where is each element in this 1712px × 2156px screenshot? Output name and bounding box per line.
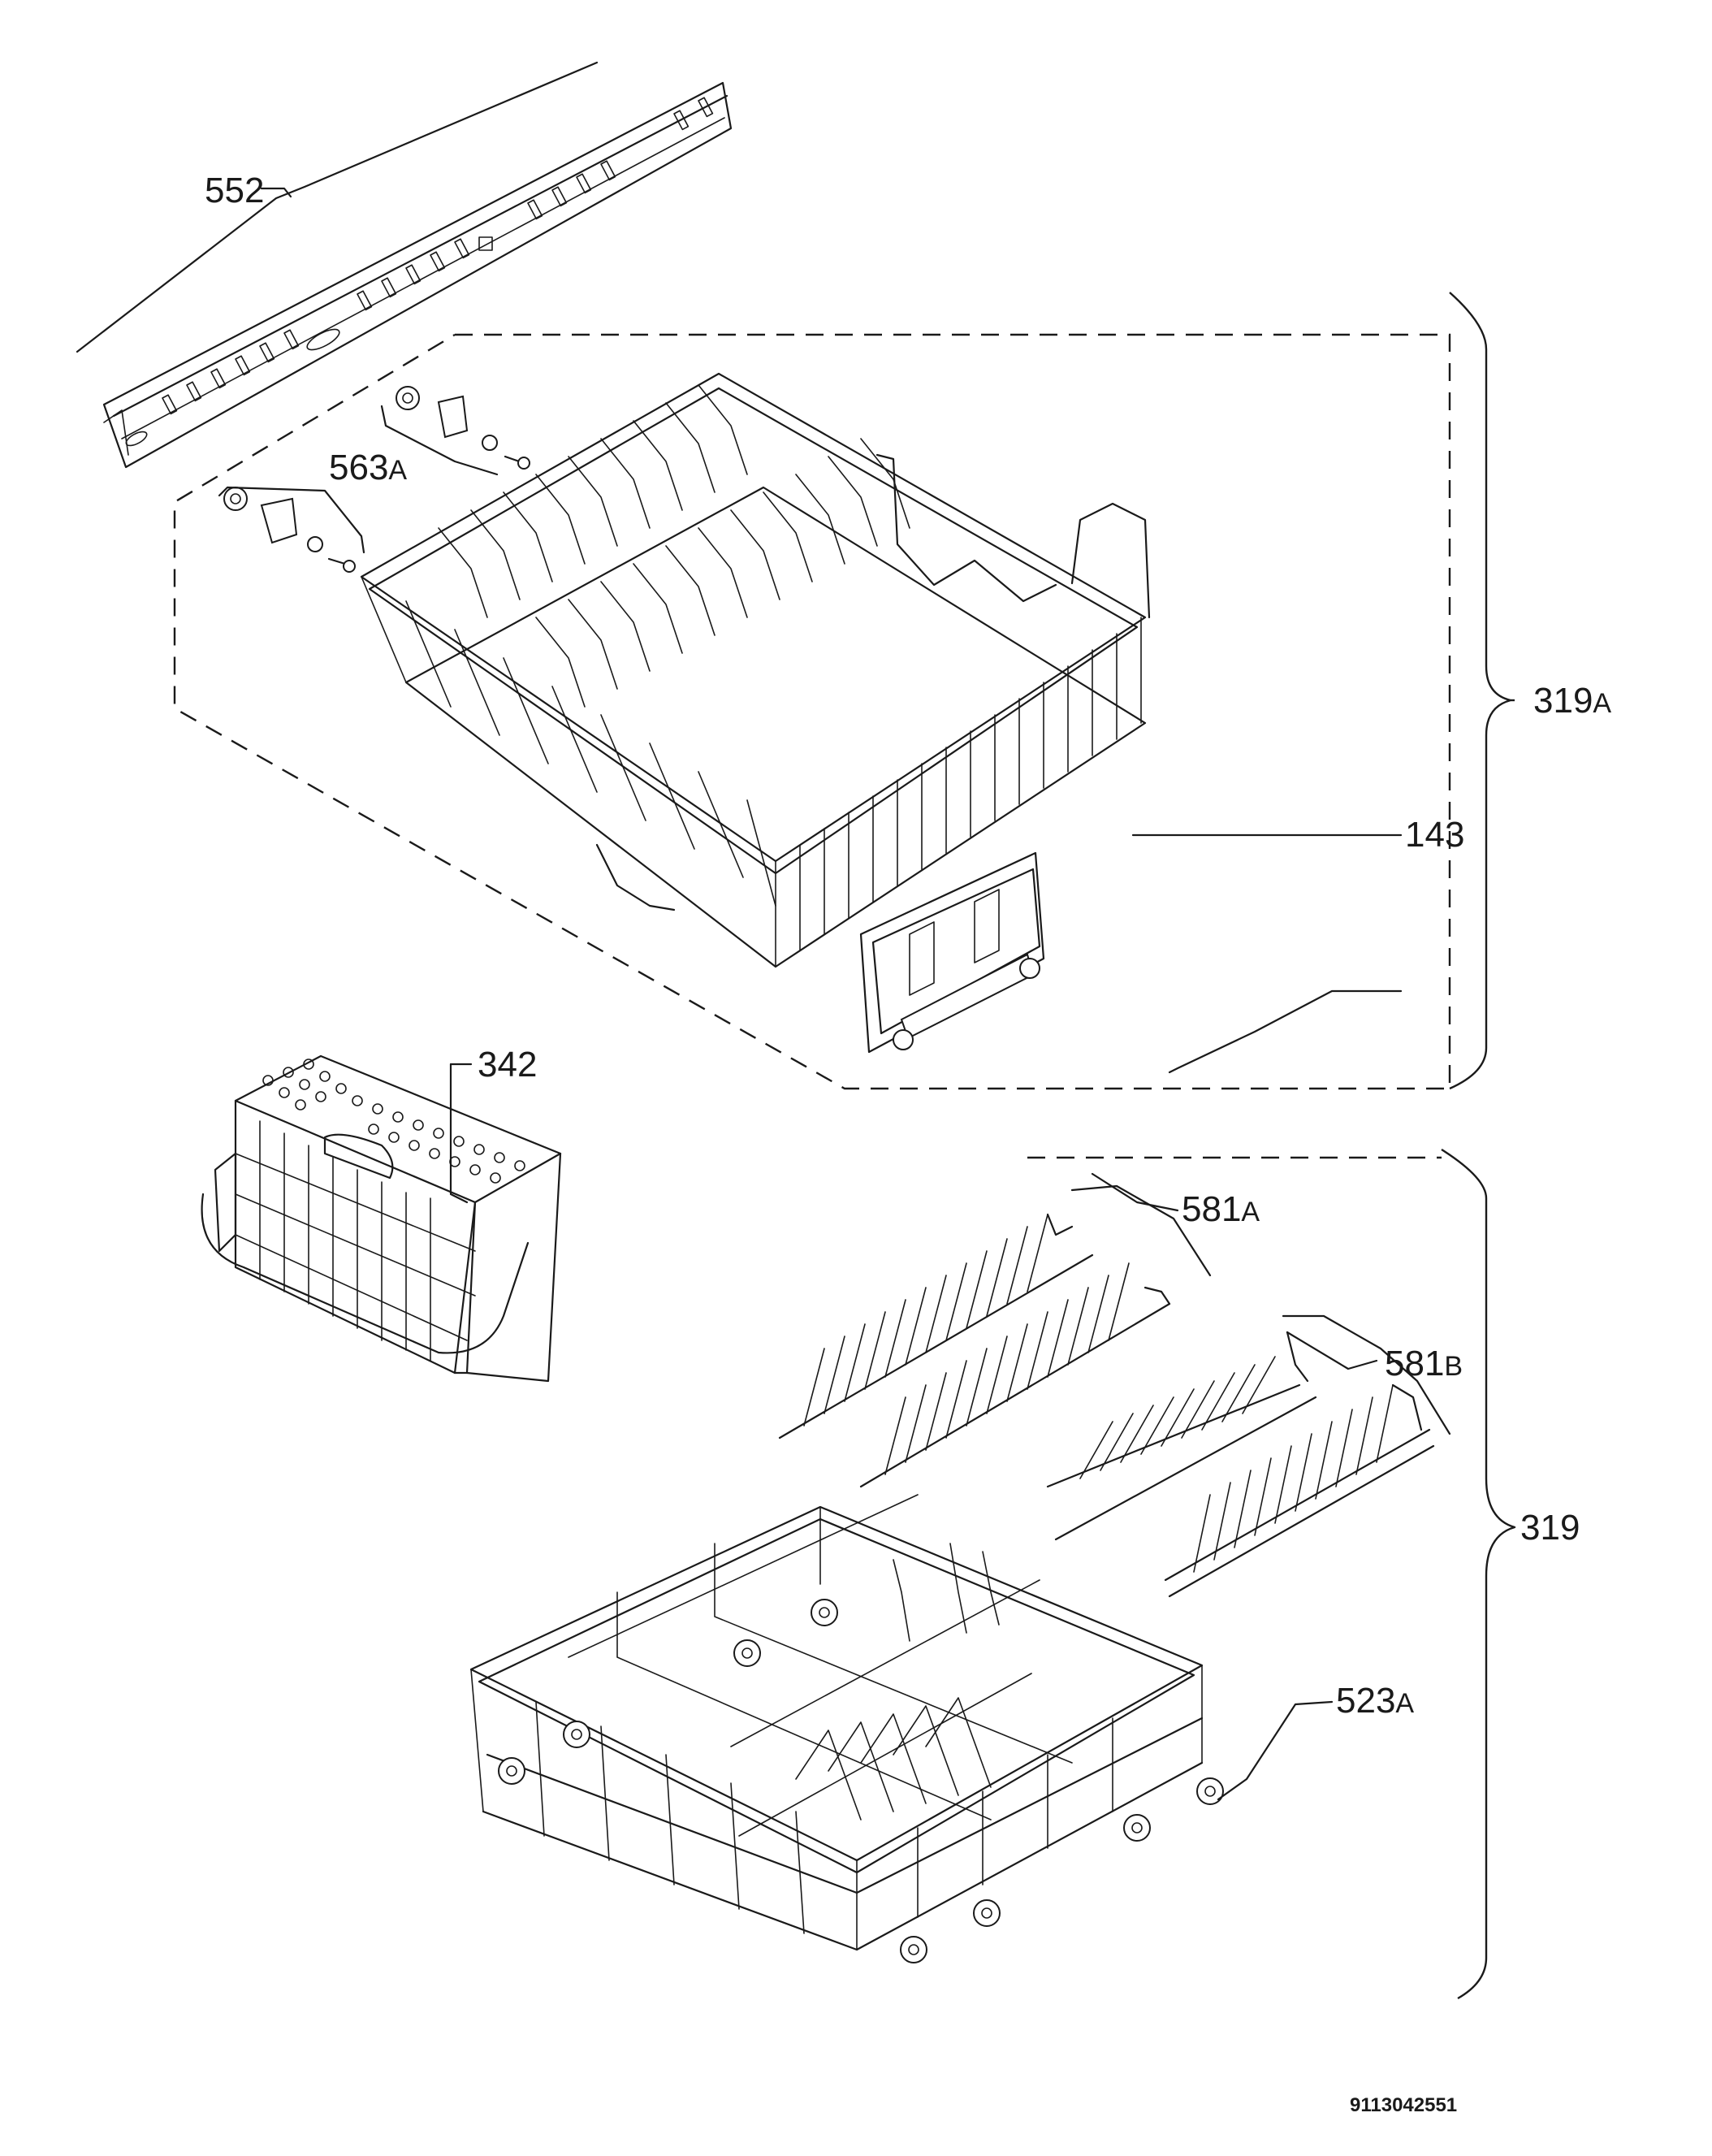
upper-assembly-dashed-outline bbox=[173, 333, 1451, 1090]
leader-lines bbox=[260, 187, 1515, 1801]
upper-assembly-brace bbox=[1449, 292, 1512, 1090]
rail-drawing bbox=[76, 61, 733, 469]
adjuster-handle-drawing bbox=[859, 851, 1045, 1054]
cutlery-basket-drawing bbox=[201, 1054, 562, 1383]
plate-rack-b-drawing bbox=[1046, 1314, 1451, 1598]
upper-basket-drawing bbox=[360, 372, 1151, 968]
lower-basket-drawing bbox=[469, 1494, 1224, 1963]
part-labels: 552 563A 319A 143 342 581A 581B 319 523A bbox=[205, 171, 1611, 1721]
label-581B: 581B bbox=[1385, 1344, 1463, 1383]
label-523A: 523A bbox=[1336, 1681, 1414, 1721]
rack-wheel-kit-drawing bbox=[218, 386, 530, 573]
label-342: 342 bbox=[478, 1045, 537, 1084]
lower-assembly-brace bbox=[1441, 1148, 1516, 2000]
label-552: 552 bbox=[205, 171, 264, 210]
label-319A: 319A bbox=[1533, 681, 1611, 721]
label-581A: 581A bbox=[1182, 1189, 1260, 1229]
plate-rack-a-drawing bbox=[778, 1184, 1212, 1488]
label-563A: 563A bbox=[329, 448, 407, 487]
label-143: 143 bbox=[1405, 815, 1464, 855]
label-319: 319 bbox=[1520, 1508, 1580, 1548]
document-number: 9113042551 bbox=[1350, 2094, 1457, 2116]
